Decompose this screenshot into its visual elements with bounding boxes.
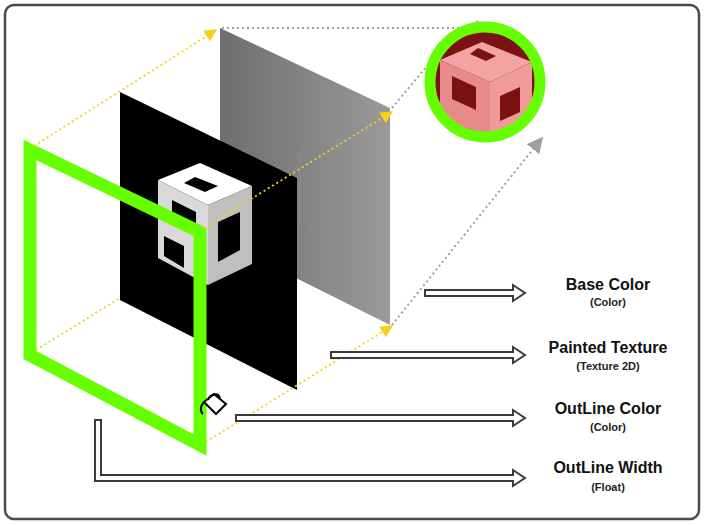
- faint-cube: [300, 150, 340, 238]
- property-name: OutLine Width: [553, 459, 662, 477]
- property-type: (Color): [590, 421, 626, 433]
- projection-lines: [34, 30, 392, 442]
- cube-hole: [184, 177, 218, 192]
- cube-hole: [470, 48, 496, 61]
- black-panel: [120, 92, 297, 390]
- projection-line: [206, 326, 392, 442]
- frame-border: [5, 5, 699, 519]
- bucket-handle: [208, 394, 220, 400]
- projection-line: [204, 112, 392, 228]
- hollow-arrow: [95, 420, 525, 486]
- projection-line: [34, 30, 216, 146]
- hollow-arrows: [95, 285, 525, 486]
- projection-line: [36, 298, 120, 350]
- projection-line: [392, 138, 542, 325]
- circle-outline: [430, 27, 540, 137]
- cube-hole: [218, 212, 240, 262]
- hollow-arrow: [425, 285, 525, 301]
- cube-hole: [452, 76, 476, 110]
- property-type: (Texture 2D): [576, 360, 639, 372]
- cube-hole: [500, 87, 520, 121]
- property-type: (Float): [591, 481, 625, 493]
- property-name: Base Color: [566, 276, 650, 294]
- projection-line: [222, 27, 490, 29]
- cube-front: [208, 186, 252, 285]
- paint-bucket-icon: [201, 394, 226, 414]
- bucket-body: [204, 394, 226, 414]
- bucket-drip: [201, 402, 204, 414]
- cube-hole: [164, 236, 184, 268]
- zoom-circle: [430, 27, 540, 140]
- property-name: OutLine Color: [555, 400, 662, 418]
- hollow-arrow: [331, 347, 525, 363]
- property-type: (Color): [590, 296, 626, 308]
- hollow-arrow: [236, 410, 525, 426]
- green-outline-frame: [30, 150, 200, 445]
- property-name: Painted Texture: [549, 339, 668, 357]
